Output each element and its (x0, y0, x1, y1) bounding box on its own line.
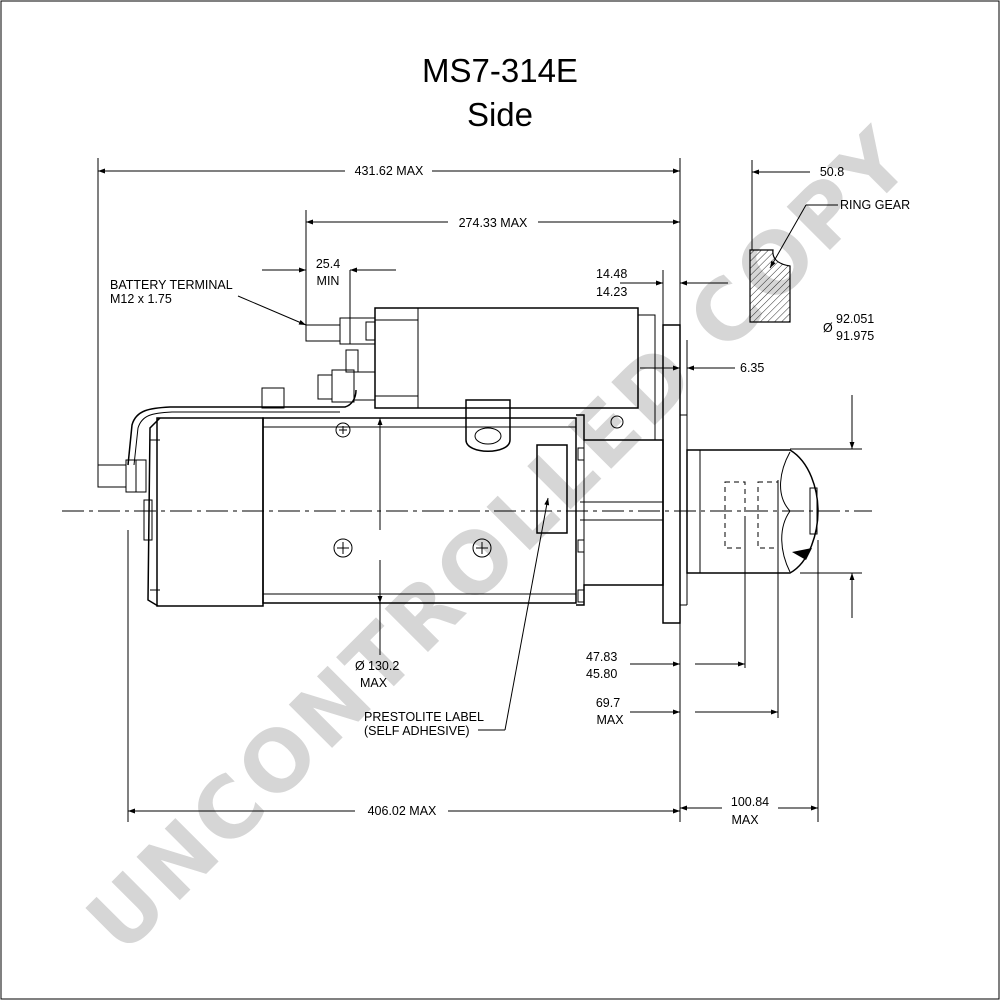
starter-motor-outline (62, 307, 872, 624)
solenoid-bracket (465, 399, 511, 452)
solenoid-length-dim: 274.33 MAX (459, 216, 528, 230)
uncontrolled-copy-watermark: UNCONTROLLED COPY (68, 108, 931, 971)
dimension-lines (97, 158, 862, 822)
nose-total-dim: 100.84 (731, 795, 769, 809)
end-terminal (97, 464, 127, 488)
battery-terminal-label: BATTERY TERMINAL (110, 278, 233, 292)
battery-terminal-thread: M12 x 1.75 (110, 292, 172, 306)
drawing-title: MS7-314E (422, 52, 578, 89)
pinion-length-min: 45.80 (586, 667, 617, 681)
pinion-length-max: 47.83 (586, 650, 617, 664)
prestolite-label-note: (SELF ADHESIVE) (364, 724, 470, 738)
prestolite-label-text: PRESTOLITE LABEL (364, 710, 484, 724)
terminal-clearance-unit: MIN (317, 274, 340, 288)
pilot-dia-symbol: Ø (823, 321, 833, 335)
motor-frame (262, 417, 577, 604)
pinion-hidden (724, 481, 746, 549)
flange-thickness-min: 14.23 (596, 285, 627, 299)
nose-length-dim: 69.7 (596, 696, 620, 710)
view-subtitle: Side (467, 96, 533, 133)
nose-housing (686, 449, 819, 574)
body-diameter-dim: 130.2 (368, 659, 399, 673)
frame-screw (333, 538, 353, 558)
ring-gear-offset-dim: 50.8 (820, 165, 844, 179)
field-strap (127, 389, 357, 466)
solenoid-body (374, 307, 639, 409)
ring-gear-section (749, 249, 791, 323)
terminal-clearance-dim: 25.4 (316, 257, 340, 271)
nose-length-unit: MAX (596, 713, 624, 727)
body-diameter-unit: MAX (360, 676, 388, 690)
body-dia-symbol: Ø (355, 659, 365, 673)
nose-total-unit: MAX (731, 813, 759, 827)
overall-length-dim: 431.62 MAX (355, 164, 424, 178)
battery-terminal-stud (305, 324, 341, 342)
body-length-dim: 406.02 MAX (368, 804, 437, 818)
prestolite-label-area (536, 444, 568, 534)
frame-screw (335, 422, 351, 438)
flange-thickness-max: 14.48 (596, 267, 627, 281)
frame-screw (472, 538, 492, 558)
ring-gear-label: RING GEAR (840, 198, 910, 212)
pilot-dia-max: 92.051 (836, 312, 874, 326)
field-housing-end (156, 417, 264, 607)
pilot-depth-dim: 6.35 (740, 361, 764, 375)
end-cap (147, 417, 161, 607)
pilot-dia-min: 91.975 (836, 329, 874, 343)
